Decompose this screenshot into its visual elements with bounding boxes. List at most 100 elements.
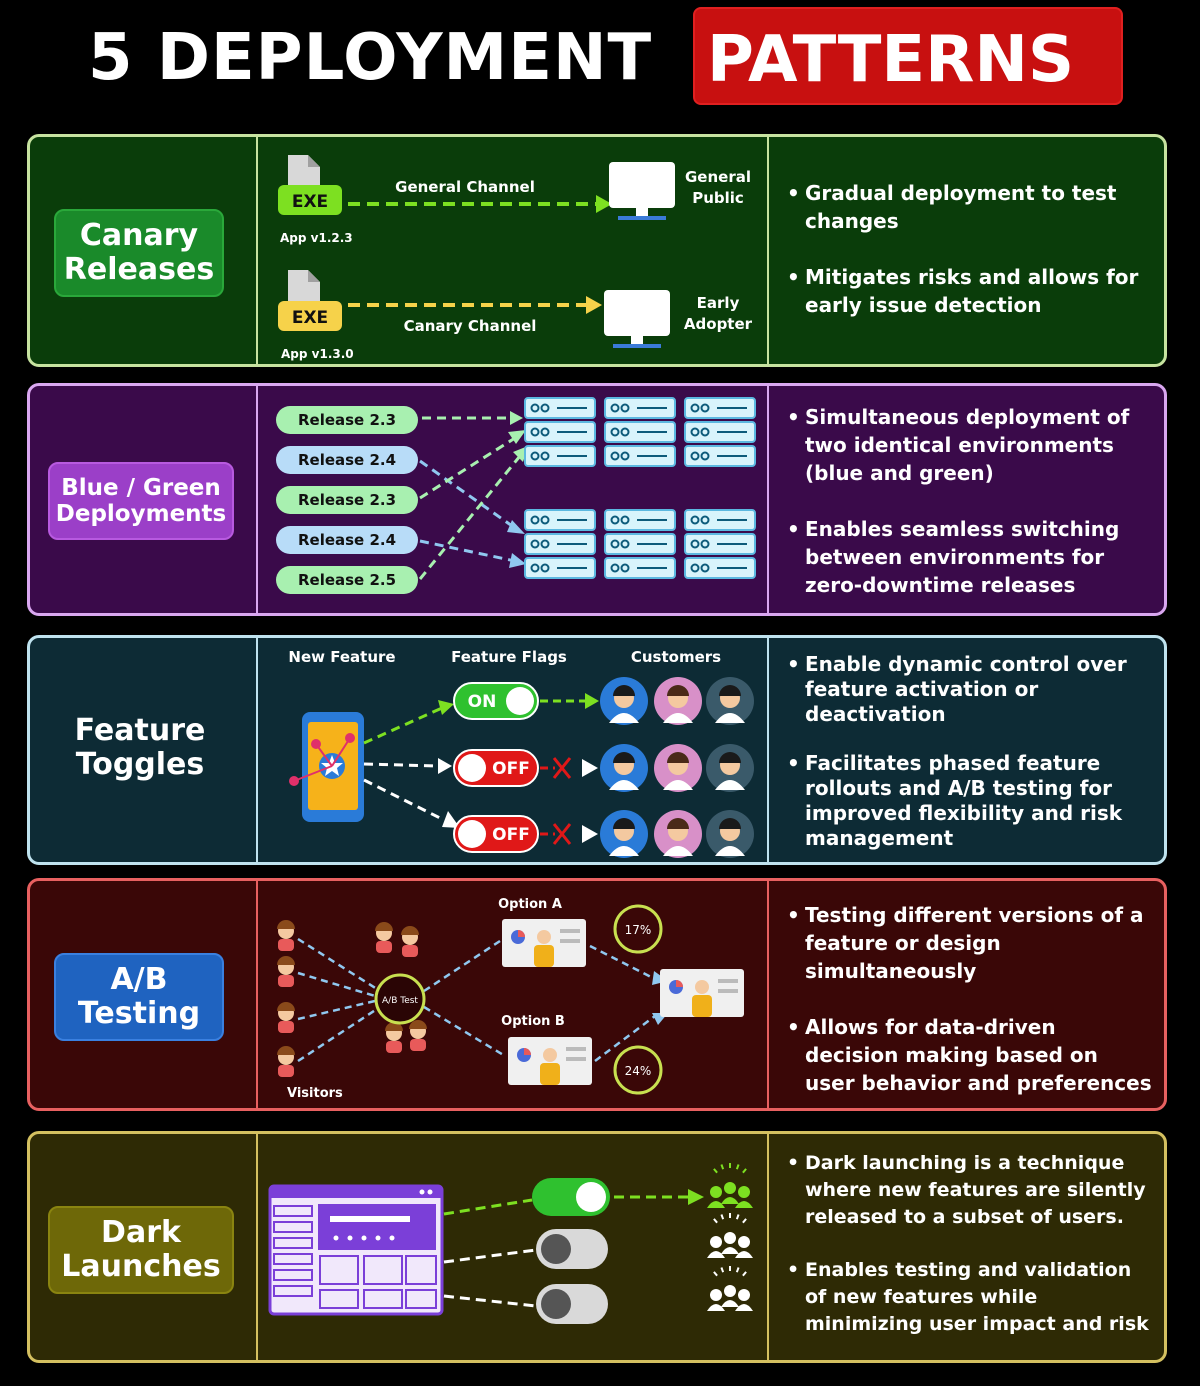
presentation-board-icon: [502, 919, 586, 967]
customer-avatar: [706, 677, 754, 725]
panel-divider: [767, 137, 769, 364]
percent-a: 17%: [625, 923, 652, 937]
feature-toggles-bullets: Enable dynamic control over feature acti…: [785, 652, 1154, 851]
customers-label: Customers: [631, 648, 721, 666]
release-pill: Release 2.3: [276, 486, 418, 514]
browser-window-icon: [268, 1184, 444, 1316]
release-pill: Release 2.3: [276, 406, 418, 434]
general-channel-label: General Channel: [395, 178, 535, 196]
canary-channel-label: Canary Channel: [404, 317, 537, 335]
blocked-x-icon: [552, 757, 572, 779]
customer-avatar: [654, 744, 702, 792]
customer-avatar: [600, 744, 648, 792]
exe-label: EXE: [292, 192, 328, 212]
ab-testing-badge: A/B Testing: [54, 953, 224, 1041]
server-icon: [604, 509, 676, 579]
new-feature-label: New Feature: [288, 648, 395, 666]
blocked-x-icon: [552, 823, 572, 845]
server-icon: [684, 509, 756, 579]
toggle-off-icon: [453, 749, 539, 787]
panel-divider: [256, 1134, 258, 1360]
toggle-off-icon: [453, 815, 539, 853]
visitor-icon: [277, 1046, 295, 1077]
canary-badge: Canary Releases: [54, 209, 224, 297]
bullet-item: Enables seamless switching between envir…: [785, 515, 1154, 599]
monitor-icon: [609, 162, 675, 220]
exe-file-icon: [278, 270, 342, 331]
customer-avatar: [654, 810, 702, 858]
monitor-icon: [604, 290, 670, 348]
bullet-item: Testing different versions of a feature …: [785, 901, 1154, 985]
ab-testing-bullets: Testing different versions of a feature …: [785, 901, 1154, 1097]
option-a-label: Option A: [498, 897, 562, 912]
app-version-general: App v1.2.3: [280, 231, 353, 245]
panel-divider: [767, 638, 769, 862]
panel-divider: [767, 1134, 769, 1360]
page-title-highlight: PATTERNS: [707, 23, 1075, 97]
title-highlight-box: PATTERNS: [693, 7, 1123, 105]
canary-diagram: EXE App v1.2.3 EXE App v1.3.0 General Ch…: [278, 155, 675, 361]
bullet-item: Allows for data-driven decision making b…: [785, 1013, 1154, 1097]
canary-releases-panel: Canary Releases EXE App v1.2.3 EXE App v…: [27, 134, 1167, 367]
server-icon: [684, 397, 756, 467]
bullet-item: Simultaneous deployment of two identical…: [785, 403, 1154, 487]
server-icon: [524, 397, 596, 467]
toggle-off-icon: [536, 1229, 608, 1269]
toggle-on-icon: [532, 1178, 610, 1216]
panel-divider: [256, 386, 258, 613]
user-group-icon: [707, 1213, 753, 1258]
toggle-label: OFF: [492, 825, 530, 845]
percent-b: 24%: [625, 1064, 652, 1078]
blue-green-bullets: Simultaneous deployment of two identical…: [785, 403, 1154, 599]
customer-avatar: [706, 744, 754, 792]
blue-green-badge: Blue / Green Deployments: [48, 462, 234, 540]
user-group-icon: [707, 1266, 753, 1311]
bullet-item: Enables testing and validation of new fe…: [785, 1257, 1154, 1338]
exe-label: EXE: [292, 308, 328, 328]
feature-toggles-panel: Feature Toggles New Feature Feature Flag…: [27, 635, 1167, 865]
option-b-label: Option B: [501, 1014, 565, 1029]
user-group-icon: [707, 1163, 753, 1208]
visitor-icon: [409, 1020, 427, 1051]
customer-avatar: [654, 677, 702, 725]
toggle-on-icon: [453, 682, 539, 720]
phone-icon: [289, 712, 364, 822]
panel-divider: [767, 881, 769, 1108]
customer-avatar: [706, 810, 754, 858]
release-pill: Release 2.5: [276, 566, 418, 594]
bullet-item: Dark launching is a technique where new …: [785, 1150, 1154, 1231]
dark-launches-bullets: Dark launching is a technique where new …: [785, 1150, 1154, 1338]
blue-green-diagram: [418, 397, 756, 580]
server-icon: [524, 509, 596, 579]
presentation-board-icon: [508, 1037, 592, 1085]
feature-toggles-diagram: New Feature Feature Flags Customers ONOF…: [288, 648, 754, 858]
visitor-icon: [401, 926, 419, 957]
canary-bullets: Gradual deployment to test changes Mitig…: [785, 179, 1154, 319]
ab-test-circle: [374, 973, 426, 1025]
title-banner: 5 DEPLOYMENT PATTERNS: [0, 0, 1200, 120]
ab-testing-panel: A/B Testing A/B Test Visitors Option A O…: [27, 878, 1167, 1111]
early-adopter-label: Early Adopter: [683, 294, 753, 333]
visitors-label: Visitors: [287, 1086, 343, 1101]
exe-file-icon: [278, 155, 342, 215]
panel-divider: [256, 137, 258, 364]
general-public-label: General Public: [685, 168, 751, 207]
ab-testing-diagram: A/B Test Visitors Option A Option B 17% …: [277, 897, 744, 1101]
percent-a-circle: [613, 904, 663, 954]
percent-b-circle: [613, 1045, 663, 1095]
toggle-off-icon: [536, 1284, 608, 1324]
customer-avatar: [600, 810, 648, 858]
ab-test-label: A/B Test: [382, 996, 418, 1006]
visitor-icon: [385, 1022, 403, 1053]
visitor-icon: [375, 922, 393, 953]
customer-avatar: [600, 677, 648, 725]
release-pill: Release 2.4: [276, 446, 418, 474]
toggle-label: ON: [468, 692, 497, 712]
panel-divider: [256, 881, 258, 1108]
bullet-item: Mitigates risks and allows for early iss…: [785, 263, 1154, 319]
bullet-item: Facilitates phased feature rollouts and …: [785, 751, 1154, 851]
server-icon: [604, 397, 676, 467]
visitor-icon: [277, 956, 295, 987]
panel-divider: [767, 386, 769, 613]
